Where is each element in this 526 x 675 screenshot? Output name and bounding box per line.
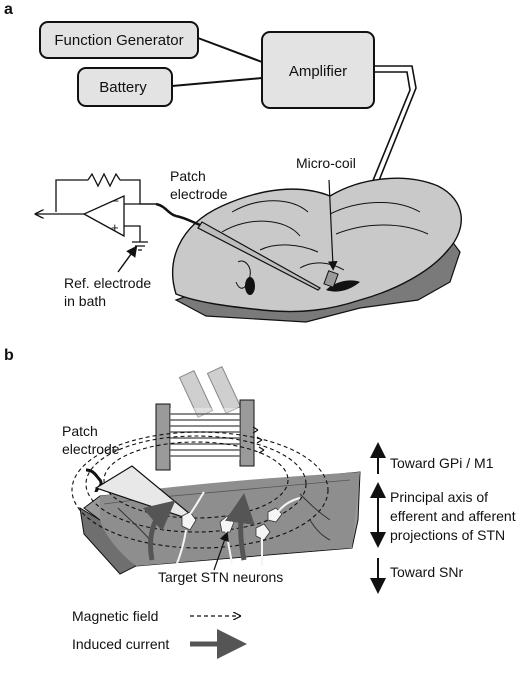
panel-a-letter: a — [4, 1, 13, 18]
dark-dendrites — [117, 493, 331, 541]
micro-coil-b — [155, 366, 255, 471]
op-amp-circuit — [36, 172, 156, 251]
op-amp-plus: + — [111, 220, 119, 235]
magnetic-field-lines — [71, 431, 329, 549]
principal-axis-label: Principal axis of efferent and afferent … — [390, 489, 519, 543]
battery-box: Battery — [77, 67, 173, 107]
ref-electrode-arrow — [117, 245, 138, 273]
brain-slice — [172, 177, 462, 323]
patch-electrode-a — [155, 202, 321, 291]
ref-electrode-label: Ref. electrode in bath — [64, 275, 155, 309]
panel-b-letter: b — [4, 347, 14, 364]
micro-coil — [323, 179, 339, 288]
toward-gpi-label: Toward GPi / M1 — [390, 455, 494, 471]
stn-neurons — [175, 491, 301, 567]
amplifier-box: Amplifier — [261, 31, 375, 109]
wires — [171, 37, 263, 87]
induced-current-arrows — [142, 493, 255, 561]
field-arrowheads — [252, 426, 265, 454]
legend-induced-current-label: Induced current — [72, 636, 169, 652]
target-neurons-label: Target STN neurons — [158, 569, 283, 585]
patch-electrode-label-a: Patch electrode — [170, 168, 228, 202]
target-neurons-arrow — [213, 531, 229, 571]
micro-coil-label: Micro-coil — [296, 155, 356, 171]
patch-electrode-label-b: Patch electrode — [62, 423, 120, 457]
amplifier-label: Amplifier — [289, 63, 347, 80]
function-generator-box: Function Generator — [39, 21, 199, 59]
op-amp-minus: − — [112, 194, 119, 208]
legend-magnetic-field-label: Magnetic field — [72, 608, 158, 624]
legend: Magnetic field Induced current — [72, 608, 247, 659]
battery-label: Battery — [99, 79, 147, 96]
function-generator-label: Function Generator — [54, 32, 183, 49]
toward-snr-label: Toward SNr — [390, 564, 463, 580]
